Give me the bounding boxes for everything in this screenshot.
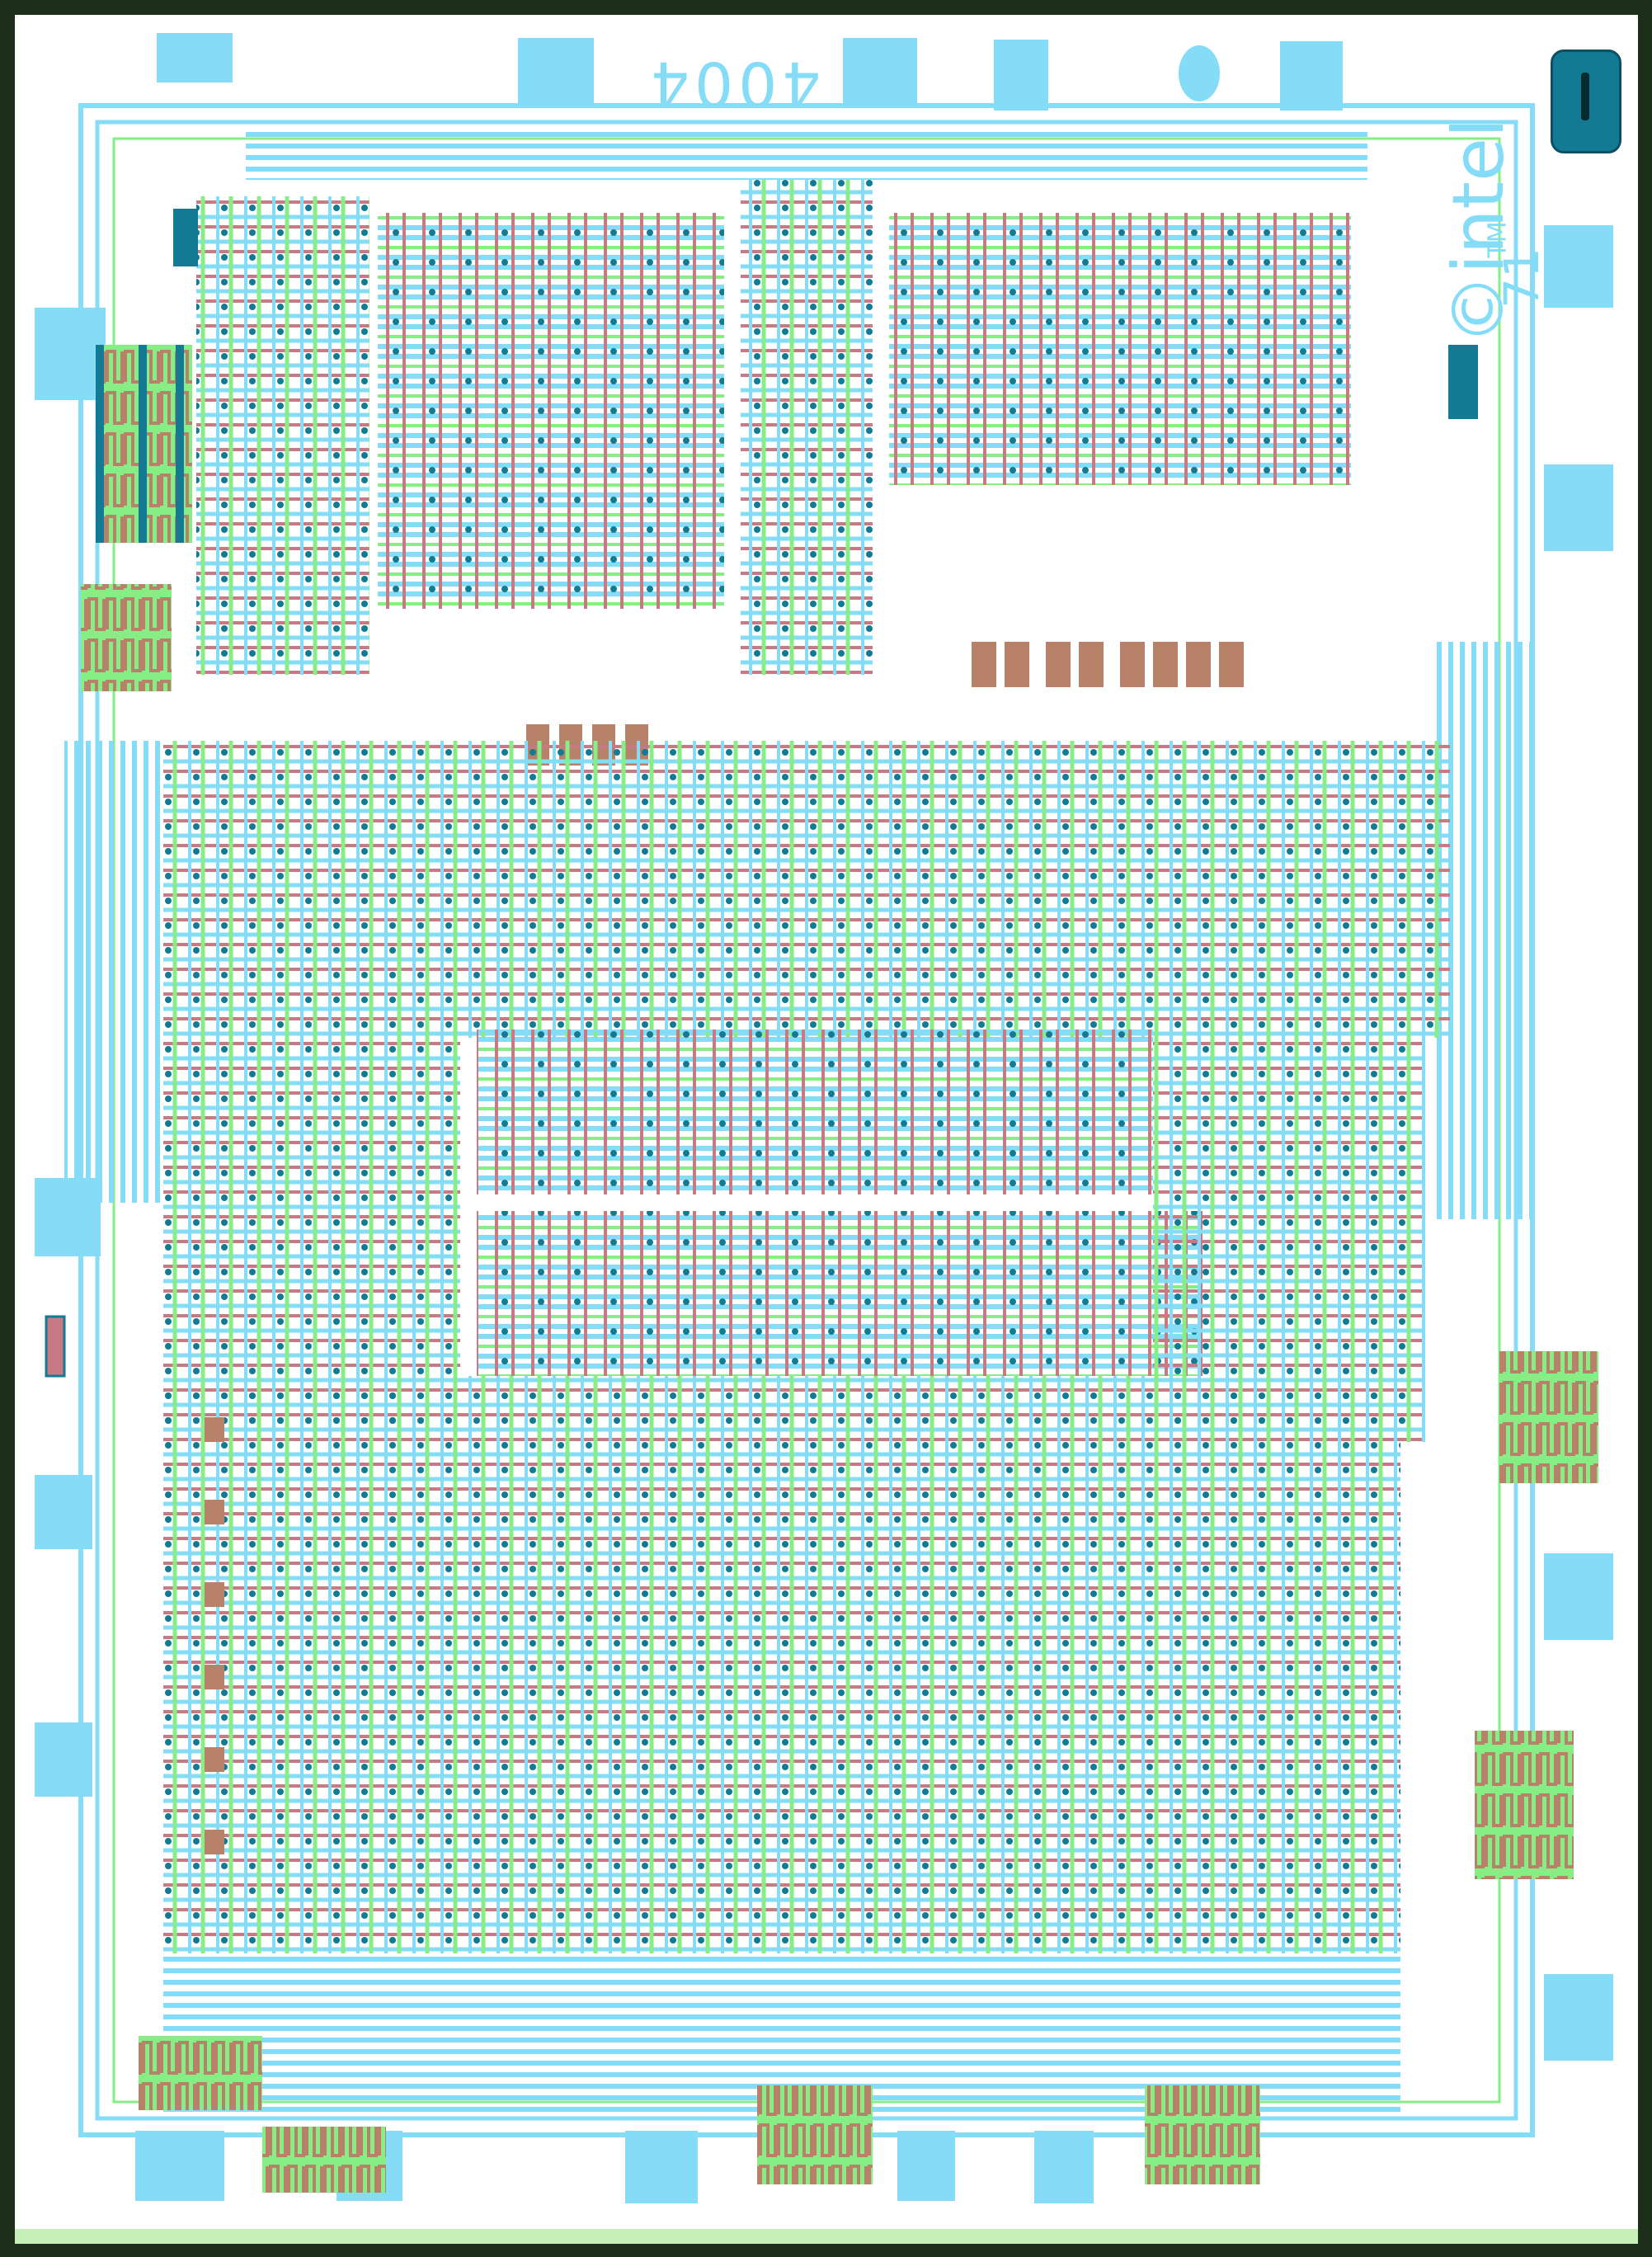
rom-array-right [889,213,1351,485]
driver-bottom-1 [757,2085,873,2184]
bond-pad-right-3 [1544,1553,1613,1640]
driver-right-1 [1499,1351,1598,1483]
die-edge-highlight [15,2229,1638,2244]
driver-bottom-3 [139,2036,262,2110]
bond-pad-bottom-2 [625,2131,698,2203]
part-number-label: 4004 [646,48,821,119]
year-mark: 71 [1493,247,1550,309]
driver-left-2 [81,584,172,691]
bond-pad-right-4 [1544,1974,1613,2061]
rom-array-left [378,213,724,609]
test-structure [45,1315,66,1378]
circuit-layout [45,103,1598,2193]
driver-bottom-2 [1145,2085,1260,2184]
register-bank [477,1030,1153,1194]
driver-bottom-4 [262,2127,386,2193]
bond-pad-top-1 [157,33,233,82]
bond-pad-top-4 [994,40,1048,111]
bond-pad-left-1 [35,308,106,400]
bond-pad-top-2 [518,38,594,106]
bond-pad-bottom-3 [897,2131,955,2201]
bond-pad-top-5 [1280,41,1343,111]
intel-logo: ©intel TM 71 [1409,77,1550,349]
bond-pad-top-3 [843,38,917,108]
die-surface: 4004 ©intel TM 71 [15,15,1638,2244]
bond-pad-right-1 [1544,225,1613,308]
bond-pad-left-5 [135,2131,224,2201]
alu-block [163,1376,1400,1953]
bond-pad-top-round [1179,45,1220,101]
bond-pad-bottom-4 [1034,2131,1094,2203]
driver-right-2 [1475,1731,1574,1879]
bond-pad-right-2 [1544,464,1613,551]
alignment-key-icon [1551,49,1621,153]
